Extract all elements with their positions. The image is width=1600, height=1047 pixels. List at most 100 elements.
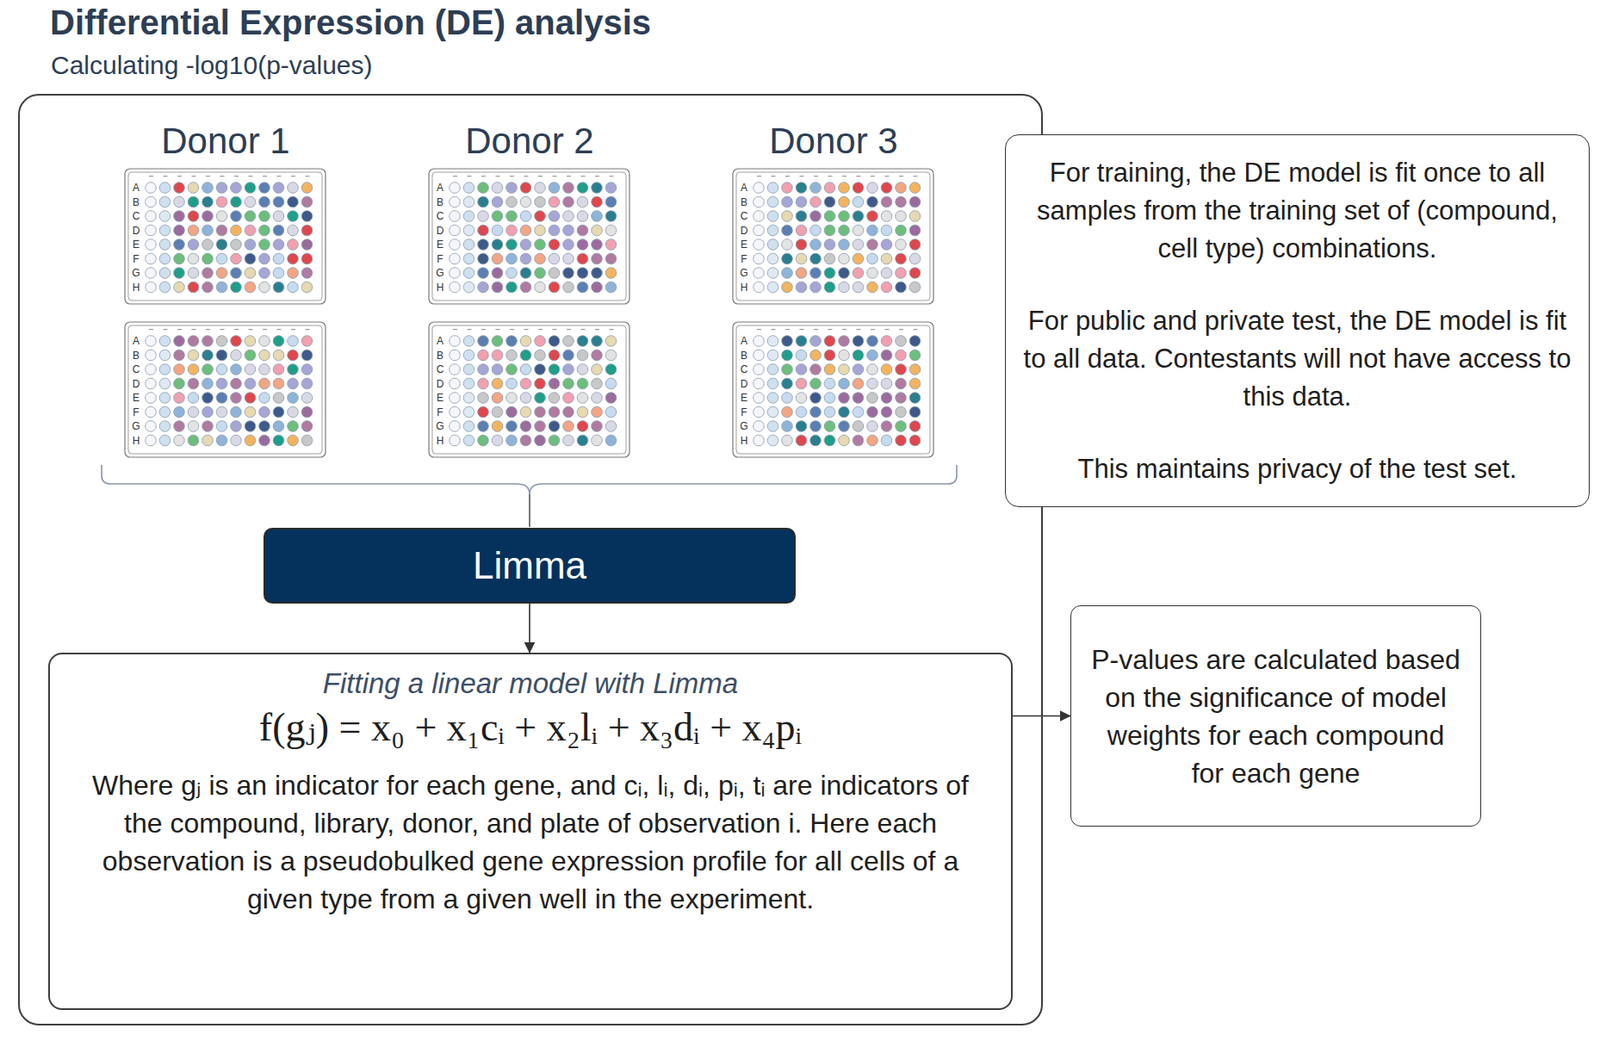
well — [159, 239, 171, 251]
well — [909, 196, 921, 208]
well — [895, 406, 907, 418]
column-tick — [177, 175, 182, 177]
well — [534, 239, 546, 251]
well — [909, 392, 921, 404]
well — [909, 239, 921, 251]
well — [824, 196, 836, 208]
well — [202, 335, 214, 348]
well — [145, 392, 157, 404]
column-tick — [205, 175, 211, 177]
well — [202, 281, 214, 293]
well — [576, 182, 589, 194]
well — [824, 182, 836, 194]
well — [810, 267, 822, 280]
well — [781, 267, 794, 280]
well — [909, 421, 921, 433]
well — [591, 253, 603, 265]
well — [272, 406, 285, 418]
well — [781, 434, 794, 447]
note-box: For training, the DE model is fit once t… — [1004, 134, 1590, 508]
well — [506, 281, 518, 293]
well — [287, 349, 299, 361]
well — [272, 335, 285, 348]
well — [852, 364, 864, 376]
well — [767, 281, 779, 293]
well — [301, 239, 313, 251]
well — [259, 239, 271, 251]
well — [506, 364, 518, 376]
well — [767, 392, 779, 404]
well — [173, 196, 186, 208]
column-tick — [192, 175, 197, 177]
well — [244, 434, 256, 447]
column-tick — [538, 175, 543, 177]
well — [767, 224, 779, 236]
well — [534, 224, 546, 236]
well — [852, 281, 864, 293]
row-letter: B — [132, 196, 140, 209]
row-letter: C — [132, 210, 141, 223]
column-tick — [509, 328, 515, 330]
column-tick — [566, 328, 571, 330]
well — [202, 224, 214, 236]
well — [449, 392, 461, 404]
well — [909, 364, 921, 376]
well — [576, 378, 589, 390]
well — [145, 281, 157, 293]
well — [909, 182, 921, 194]
well — [216, 182, 228, 194]
well — [753, 210, 765, 223]
row-letter: G — [739, 266, 748, 280]
well — [753, 281, 765, 293]
well — [548, 196, 560, 208]
column-tick — [262, 175, 267, 177]
well — [216, 239, 228, 251]
well — [159, 182, 171, 194]
well — [880, 196, 893, 208]
well — [605, 335, 617, 348]
well — [259, 421, 271, 433]
well — [563, 239, 575, 251]
well — [187, 364, 199, 376]
row-letter: D — [740, 224, 749, 237]
well — [287, 378, 299, 390]
well — [520, 210, 532, 223]
well — [810, 421, 822, 433]
well — [767, 253, 779, 265]
well — [895, 224, 907, 236]
well — [534, 349, 546, 361]
well — [173, 239, 186, 251]
well — [563, 182, 575, 194]
row-letter: B — [740, 196, 748, 209]
well — [548, 349, 560, 361]
well — [272, 196, 285, 208]
well — [548, 434, 560, 447]
well — [159, 392, 171, 404]
well — [520, 392, 532, 404]
well — [880, 253, 893, 265]
well — [767, 239, 779, 251]
well — [230, 196, 242, 208]
well — [506, 210, 518, 223]
well — [824, 224, 836, 236]
plate-frame — [124, 168, 326, 304]
well — [795, 392, 807, 404]
well — [272, 378, 285, 390]
well — [187, 392, 199, 404]
well — [173, 224, 186, 236]
well — [145, 349, 157, 361]
well — [852, 421, 864, 433]
column-tick — [452, 328, 458, 330]
well — [909, 224, 921, 236]
well — [563, 267, 575, 280]
well — [272, 267, 285, 280]
well — [781, 335, 794, 348]
well — [909, 349, 921, 361]
well — [272, 364, 285, 376]
well — [477, 253, 490, 265]
well — [852, 434, 864, 447]
well — [216, 281, 228, 293]
well — [824, 349, 836, 361]
well — [548, 182, 560, 194]
well — [173, 210, 186, 223]
